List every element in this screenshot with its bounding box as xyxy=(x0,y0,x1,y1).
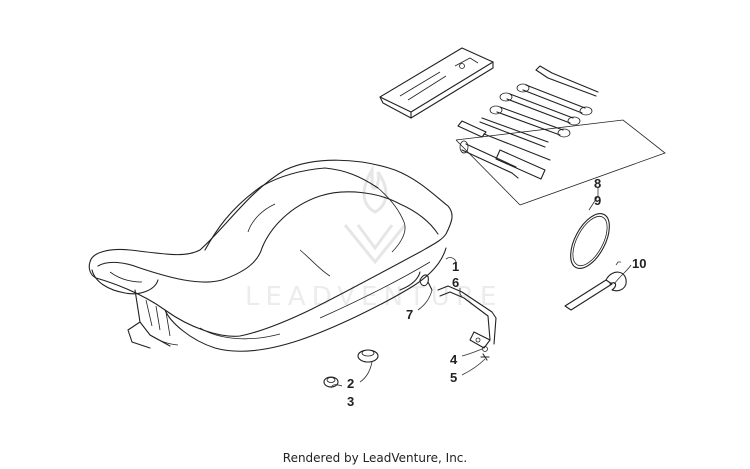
callout-2: 2 xyxy=(347,376,354,391)
callout-7: 7 xyxy=(406,307,413,322)
callout-8: 8 xyxy=(594,176,601,191)
callout-10: 10 xyxy=(632,256,646,271)
callout-5: 5 xyxy=(450,370,457,385)
callout-9: 9 xyxy=(594,193,601,208)
tool-set xyxy=(455,65,666,206)
spanner-wrench-10 xyxy=(564,271,627,311)
watermark-text: LEADVENTURE xyxy=(245,282,502,312)
callout-3: 3 xyxy=(347,394,354,409)
watermark-logo: LEADVENTURE xyxy=(245,164,502,312)
bumper-2-lower xyxy=(323,376,339,388)
bolt-5 xyxy=(480,353,490,361)
seat-assembly xyxy=(88,159,453,352)
washer-4 xyxy=(482,346,488,352)
callout-6: 6 xyxy=(452,275,459,290)
callout-4: 4 xyxy=(450,352,458,367)
tool-kit-bag xyxy=(379,47,494,119)
bumper-2-upper xyxy=(357,349,379,363)
seat-latch-bracket xyxy=(437,285,497,349)
rendered-by-footer: Rendered by LeadVenture, Inc. xyxy=(282,451,468,465)
callout-1: 1 xyxy=(452,259,459,274)
o-ring-9 xyxy=(570,213,610,269)
leader-lines xyxy=(330,188,632,389)
seat-latch-hook xyxy=(419,274,433,291)
